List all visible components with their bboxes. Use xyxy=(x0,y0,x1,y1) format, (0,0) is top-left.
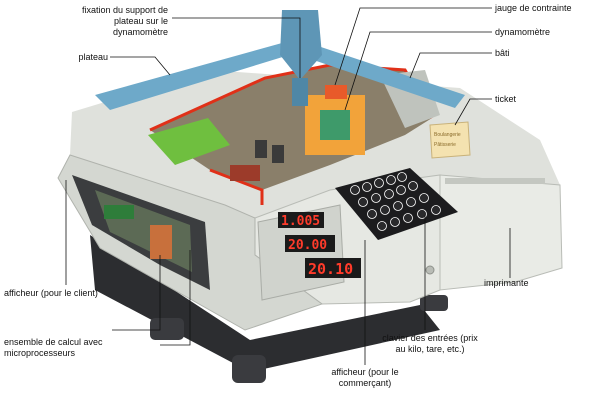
label-jauge: jauge de contrainte xyxy=(495,3,572,13)
leader-ensemble-2 xyxy=(160,250,191,346)
coil-component xyxy=(150,225,172,259)
capacitor-1 xyxy=(255,140,267,158)
front-screw xyxy=(425,265,435,275)
printer-block xyxy=(439,174,563,291)
plateau-arm-right xyxy=(278,35,465,108)
component-block xyxy=(230,165,260,181)
cutaway-edge-front xyxy=(209,168,264,205)
ticket xyxy=(429,121,471,159)
key xyxy=(350,185,360,195)
foot-right xyxy=(232,355,266,383)
label-imprimante: imprimante xyxy=(484,278,529,288)
key xyxy=(419,193,429,203)
leader-lines xyxy=(65,7,511,365)
key xyxy=(386,175,396,185)
plateau-arm-left xyxy=(95,38,312,110)
key xyxy=(396,185,406,195)
key xyxy=(403,213,413,223)
key xyxy=(417,209,427,219)
key xyxy=(397,172,407,182)
key xyxy=(367,209,377,219)
display-price-per-kg: 20.00 xyxy=(288,238,327,253)
plateau-mount xyxy=(292,78,308,106)
printer-slot xyxy=(445,178,545,184)
leader-ensemble xyxy=(112,255,161,331)
key xyxy=(431,205,441,215)
leader-jauge xyxy=(334,7,492,86)
capacitor-2 xyxy=(272,145,284,163)
leader-dynamometre xyxy=(344,31,492,111)
label-afficheur-commercant: afficheur (pour le commerçant) xyxy=(331,367,399,388)
circuit-chip xyxy=(104,205,134,219)
dynamometer-slot xyxy=(320,110,350,140)
label-fixation: fixation du support de plateau sur le dy… xyxy=(81,5,168,37)
label-afficheur-client: afficheur (pour le client) xyxy=(4,288,98,298)
key xyxy=(371,193,381,203)
strain-gauge xyxy=(325,85,347,99)
display-weight-bg xyxy=(278,212,324,228)
key xyxy=(380,205,390,215)
dark-base xyxy=(90,235,440,372)
label-dynamometre: dynamomètre xyxy=(495,27,551,37)
leader-ticket xyxy=(454,98,492,126)
leader-fixation xyxy=(172,17,301,78)
plateau-support xyxy=(280,10,322,80)
label-clavier: clavier des entrées (prix au kilo, tare,… xyxy=(382,333,478,354)
ticket-line-2: Pâtisserie xyxy=(434,142,456,148)
circuit-board xyxy=(148,118,230,165)
display-price-bg xyxy=(285,235,335,252)
leader-bati xyxy=(409,52,492,79)
key xyxy=(384,189,394,199)
label-ensemble-calcul: ensemble de calcul avec microprocesseurs xyxy=(4,337,103,358)
display-total: 20.10 xyxy=(308,260,353,278)
ticket-line-1: Boulangerie xyxy=(434,132,461,138)
display-total-bg xyxy=(305,258,361,278)
foot-left xyxy=(150,318,184,340)
key xyxy=(377,221,387,231)
key xyxy=(408,181,418,191)
key xyxy=(393,201,403,211)
label-ticket: ticket xyxy=(495,94,517,104)
key xyxy=(390,217,400,227)
leader-plateau xyxy=(110,56,171,76)
foot-back xyxy=(420,295,448,311)
key xyxy=(362,182,372,192)
display-weight: 1.005 xyxy=(281,214,320,229)
key xyxy=(358,197,368,207)
key xyxy=(374,178,384,188)
label-bati: bâti xyxy=(495,48,510,58)
keypad-keys xyxy=(350,172,441,231)
label-plateau: plateau xyxy=(78,52,108,62)
key xyxy=(406,197,416,207)
